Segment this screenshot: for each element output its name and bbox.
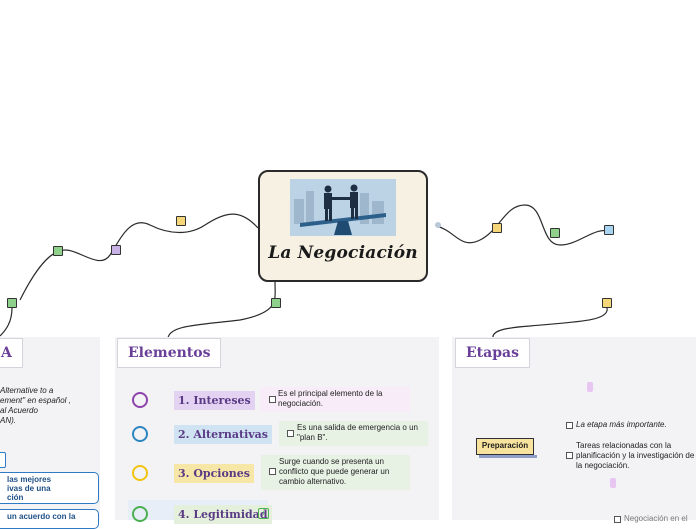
element-desc: Surge cuando se presenta un conflicto qu… [261, 455, 410, 490]
note-icon[interactable] [271, 298, 281, 308]
checkbox-icon[interactable] [566, 422, 573, 429]
preparacion-node[interactable]: Preparación [476, 438, 534, 455]
checkbox-icon[interactable] [269, 396, 276, 403]
left-box[interactable]: un acuerdo con la [0, 509, 99, 529]
etapas-title[interactable]: Etapas [455, 338, 530, 368]
note-icon[interactable] [7, 298, 17, 308]
preparacion-node-shadow [479, 455, 537, 458]
central-title: La Negociación [268, 243, 418, 263]
left-box-line: ción [7, 493, 24, 502]
handshake-icon [290, 179, 396, 236]
central-topic[interactable] [258, 170, 428, 282]
element-circle [132, 465, 148, 481]
element-pill[interactable]: 4. Legitimidad [174, 505, 272, 524]
note-icon[interactable] [602, 298, 612, 308]
left-box[interactable]: las mejores ivas de una ción [0, 472, 99, 504]
left-collapsed-node[interactable] [0, 452, 6, 468]
info-icon[interactable]: i [258, 508, 269, 519]
element-desc: Es una salida de emergencia o un "plan B… [279, 421, 428, 446]
element-pill[interactable]: 2. Alternativas [174, 425, 272, 444]
element-circle [132, 426, 148, 442]
element-pill[interactable]: 1. Intereses [174, 391, 255, 410]
element-desc: Es el principal elemento de la negociaci… [260, 387, 410, 412]
checkbox-icon[interactable] [269, 468, 276, 475]
etapa-note: La etapa más importante. [576, 420, 667, 429]
left-text-line: ement" en español , [0, 396, 71, 405]
note-icon[interactable] [492, 223, 502, 233]
note-icon[interactable] [550, 228, 560, 238]
central-image [290, 179, 396, 236]
etapas-collapsed-node[interactable] [587, 382, 593, 392]
etapa-note: Tareas relacionadas con la planificación… [576, 441, 695, 470]
checkbox-icon[interactable] [566, 452, 573, 459]
connector-dot-icon [435, 222, 441, 228]
note-icon[interactable] [111, 245, 121, 255]
etapas-collapsed-node[interactable] [610, 478, 616, 488]
left-box-line: ivas de una [7, 484, 51, 493]
left-text-line: al Acuerdo [0, 406, 38, 415]
left-text-line: AN). [0, 416, 16, 425]
left-box-line: un acuerdo con la [7, 512, 76, 521]
element-circle [132, 392, 148, 408]
element-pill[interactable]: 3. Opciones [174, 464, 254, 483]
left-branch-title[interactable]: A [0, 338, 23, 368]
note-icon[interactable] [53, 246, 63, 256]
note-icon[interactable] [604, 225, 614, 235]
checkbox-icon[interactable] [287, 430, 294, 437]
etapa-note-cut: Negociación en el [624, 514, 688, 523]
note-icon[interactable] [176, 216, 186, 226]
left-text-line: Alternative to a [0, 386, 54, 395]
left-box-line: las mejores [7, 475, 52, 484]
elementos-title[interactable]: Elementos [117, 338, 222, 368]
